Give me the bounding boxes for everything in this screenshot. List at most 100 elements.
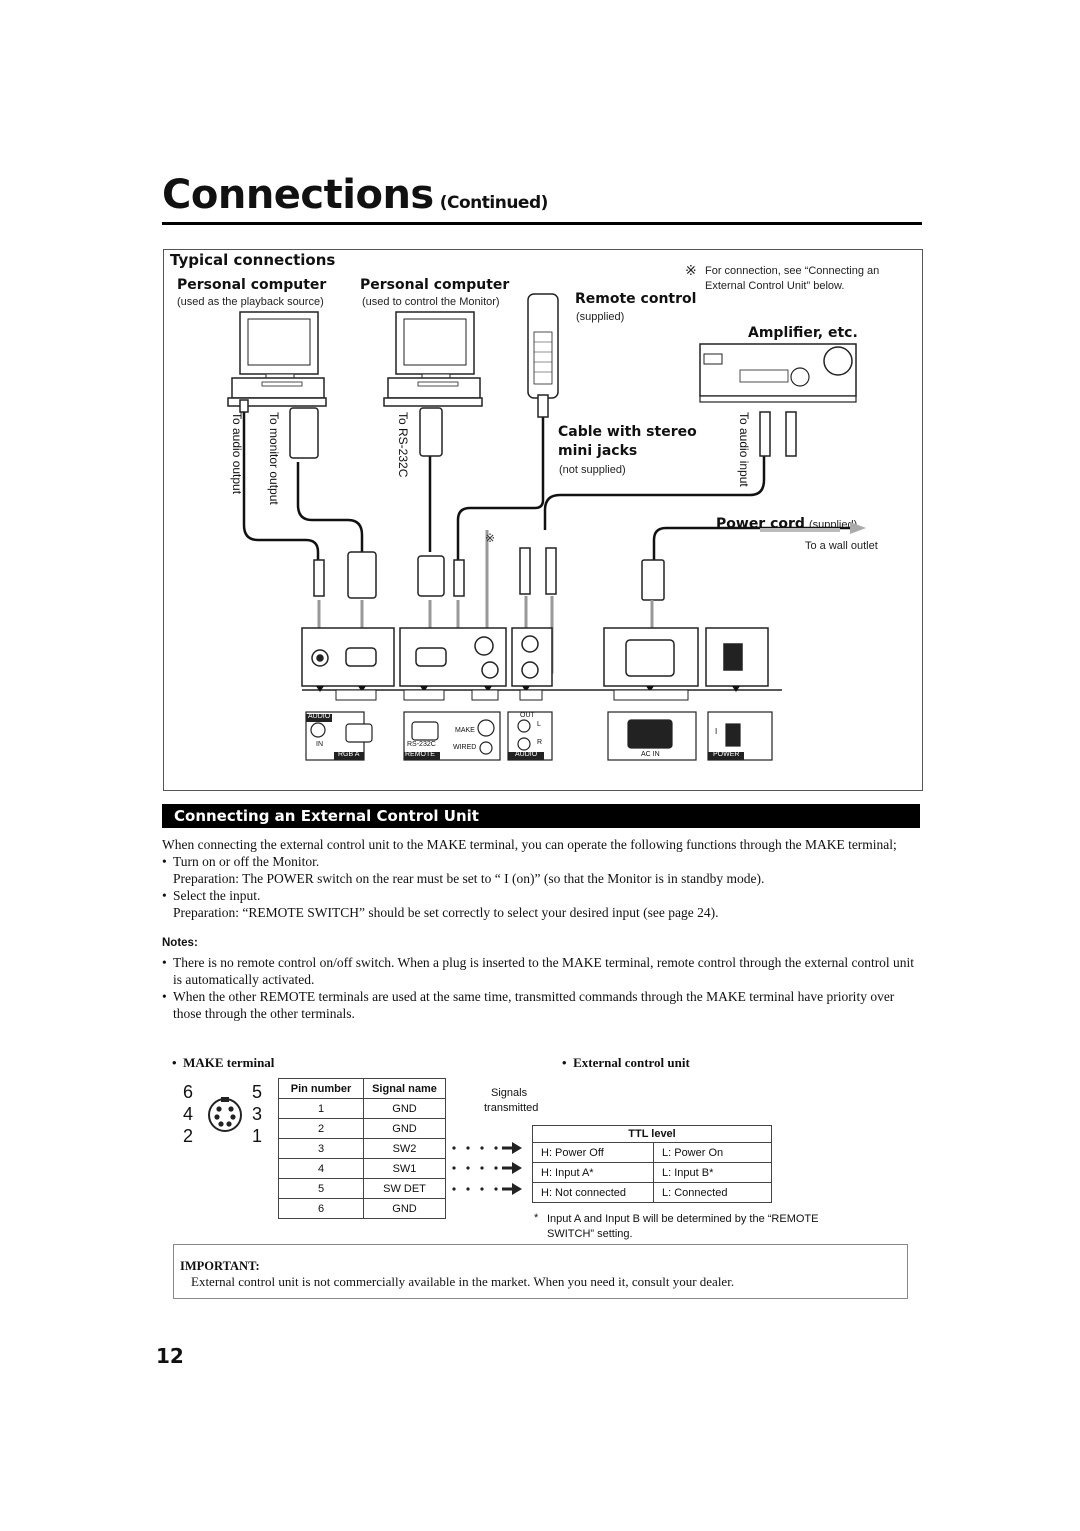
- ttl-low: L: Power On: [653, 1142, 772, 1163]
- make-terminal-label: • MAKE terminal: [172, 1055, 275, 1070]
- note-mark: ※: [685, 262, 697, 278]
- panel-label-power: POWER: [713, 751, 740, 758]
- signals-label-1: Signals: [491, 1087, 528, 1099]
- note-mark-diagram: ※: [485, 531, 495, 545]
- signal-arrows: [452, 1142, 522, 1195]
- title-rule: [162, 222, 922, 225]
- panel-label-audio: AUDIO: [308, 713, 331, 720]
- amplifier-label: Amplifier, etc.: [748, 325, 858, 341]
- function-item-2-prep: Preparation: “REMOTE SWITCH” should be s…: [173, 905, 719, 920]
- panel-label-ac-in: AC IN: [641, 751, 660, 758]
- section-title: Connecting an External Control Unit: [162, 804, 920, 828]
- pc1-sub: (used as the playback source): [177, 296, 324, 308]
- monitor-plugs: [313, 547, 665, 601]
- pin-table-col-signal: Signal name: [363, 1078, 446, 1099]
- wall-outlet-label: To a wall outlet: [805, 540, 878, 552]
- ttl-high: H: Input A*: [532, 1162, 654, 1183]
- section-intro: When connecting the external control uni…: [162, 837, 897, 852]
- notes-label: Notes:: [162, 937, 198, 949]
- pin-number: 4: [278, 1158, 364, 1179]
- function-item-2: Select the input.: [162, 887, 920, 904]
- panel-label-r: R: [537, 739, 543, 746]
- panel-label-remote: REMOTE: [405, 751, 435, 758]
- footnote-mark: *: [534, 1212, 539, 1224]
- label-monitor-output: To monitor output: [267, 412, 281, 505]
- rear-panel: [301, 627, 782, 691]
- signal-name: SW2: [363, 1138, 446, 1159]
- pc1-illustration: [227, 311, 327, 407]
- pin-label-2: 2: [183, 1126, 194, 1146]
- pin-number: 3: [278, 1138, 364, 1159]
- panel-tags: [306, 714, 744, 760]
- label-audio-output: To audio output: [230, 412, 244, 495]
- note-item-2-text: When the other REMOTE terminals are used…: [173, 989, 895, 1021]
- important-text: External control unit is not commerciall…: [191, 1274, 735, 1289]
- pin-table-col-pin: Pin number: [278, 1078, 364, 1099]
- remote-sub: (supplied): [576, 311, 625, 323]
- remote-illustration: [527, 293, 559, 399]
- pc2-illustration: [383, 311, 483, 407]
- panel-label-wired: WIRED: [453, 744, 477, 751]
- ttl-low: L: Input B*: [653, 1162, 772, 1183]
- panel-label-rs232c: RS-232C: [407, 741, 436, 748]
- external-unit-label-text: External control unit: [573, 1055, 690, 1070]
- cable-sub: (not supplied): [559, 464, 626, 476]
- label-rs232c: To RS-232C: [396, 412, 410, 478]
- note-item-1-text: There is no remote control on/off switch…: [173, 955, 915, 987]
- cable-lines: [242, 412, 850, 560]
- note-item-2: When the other REMOTE terminals are used…: [162, 988, 920, 1022]
- pin-label-1: 1: [252, 1126, 263, 1146]
- page-title-text: Connections: [162, 172, 434, 218]
- external-unit-label: • External control unit: [562, 1055, 690, 1070]
- panel-feet: [335, 689, 689, 701]
- panel-arrows: [316, 686, 740, 692]
- rear-panel-connectors: [311, 635, 743, 679]
- signal-name: GND: [363, 1118, 446, 1139]
- diagram-heading: Typical connections: [170, 251, 336, 269]
- label-audio-input: To audio input: [737, 412, 751, 487]
- panel-label-make: MAKE: [455, 727, 475, 734]
- footnote-text: Input A and Input B will be determined b…: [547, 1213, 819, 1240]
- ttl-level-header: TTL level: [532, 1125, 772, 1143]
- page-title: Connections(Continued): [162, 172, 548, 218]
- signals-label-2: transmitted: [484, 1102, 539, 1114]
- signal-name: SW1: [363, 1158, 446, 1179]
- remote-label: Remote control: [575, 291, 697, 307]
- cable-label-2: mini jacks: [558, 443, 638, 459]
- wall-outlet-arrow: [850, 522, 866, 534]
- pin-number: 6: [278, 1198, 364, 1219]
- panel-label-power-mark: I: [715, 727, 718, 736]
- pin-table-header: Pin number Signal name: [278, 1078, 446, 1099]
- pin-label-3: 3: [252, 1104, 263, 1124]
- pin-label-4: 4: [183, 1104, 194, 1124]
- function-item-2-text: Select the input.: [173, 888, 261, 903]
- ttl-high: H: Power Off: [532, 1142, 654, 1163]
- signal-name: GND: [363, 1098, 446, 1119]
- function-item-1-prep: Preparation: The POWER switch on the rea…: [173, 871, 765, 886]
- panel-label-out: OUT: [520, 712, 535, 719]
- section-body: When connecting the external control uni…: [162, 836, 920, 1022]
- page-number: 12: [156, 1344, 184, 1368]
- ttl-high: H: Not connected: [532, 1182, 654, 1203]
- wall-outlet-line: [760, 528, 840, 532]
- important-label: IMPORTANT:: [180, 1259, 260, 1273]
- pin-label-5: 5: [252, 1082, 263, 1102]
- signal-name: GND: [363, 1198, 446, 1219]
- table-row: H: Input A*L: Input B*: [532, 1162, 772, 1183]
- pc-plugs: [239, 394, 797, 459]
- cable-label-1: Cable with stereo: [558, 424, 697, 440]
- pin-number: 2: [278, 1118, 364, 1139]
- pin-number: 1: [278, 1098, 364, 1119]
- panel-label-audio-out: AUDIO: [515, 751, 538, 758]
- connection-diagram: [163, 249, 923, 791]
- ttl-table-header: TTL level: [532, 1125, 772, 1143]
- pin-number: 5: [278, 1178, 364, 1199]
- pc2-label: Personal computer: [360, 277, 510, 293]
